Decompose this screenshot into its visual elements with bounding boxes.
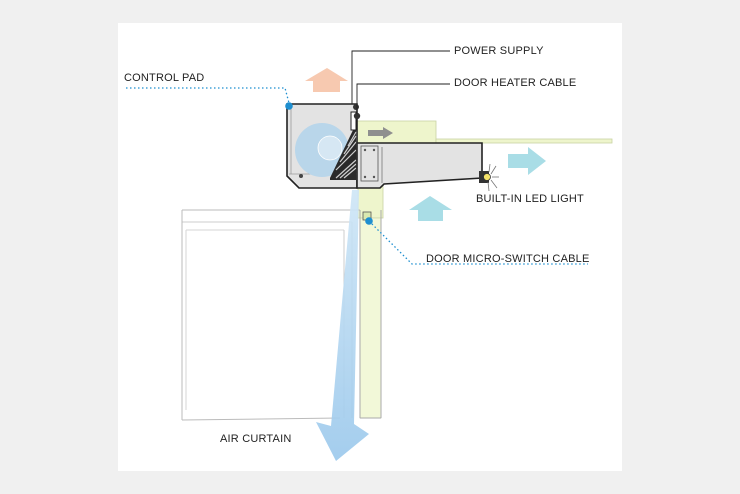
door-heater-cable-label: DOOR HEATER CABLE xyxy=(454,77,577,89)
cool-air-up-arrow xyxy=(409,196,452,221)
air-curtain-label: AIR CURTAIN xyxy=(220,433,292,445)
power-supply-label: POWER SUPPLY xyxy=(454,45,544,57)
duct-extension xyxy=(356,142,483,189)
air-curtain-flow xyxy=(316,190,369,461)
air-curtain-unit xyxy=(286,103,361,189)
cool-air-right-arrow xyxy=(508,147,546,175)
micro-switch-pointer xyxy=(365,217,373,225)
leader-lines xyxy=(126,50,588,265)
door-heater-entry xyxy=(353,112,361,120)
control-pad-pointer xyxy=(285,102,293,110)
door-micro-switch-cable-label: DOOR MICRO-SWITCH CABLE xyxy=(426,253,590,265)
louvre-grille xyxy=(330,128,356,180)
built-in-led-light-label: BUILT-IN LED LIGHT xyxy=(476,193,584,205)
internal-flow-arrow xyxy=(368,127,393,139)
warm-air-arrow xyxy=(305,68,348,92)
led-light-icon xyxy=(479,163,499,192)
power-supply-entry xyxy=(353,104,359,110)
control-pad-label: CONTROL PAD xyxy=(124,72,205,84)
